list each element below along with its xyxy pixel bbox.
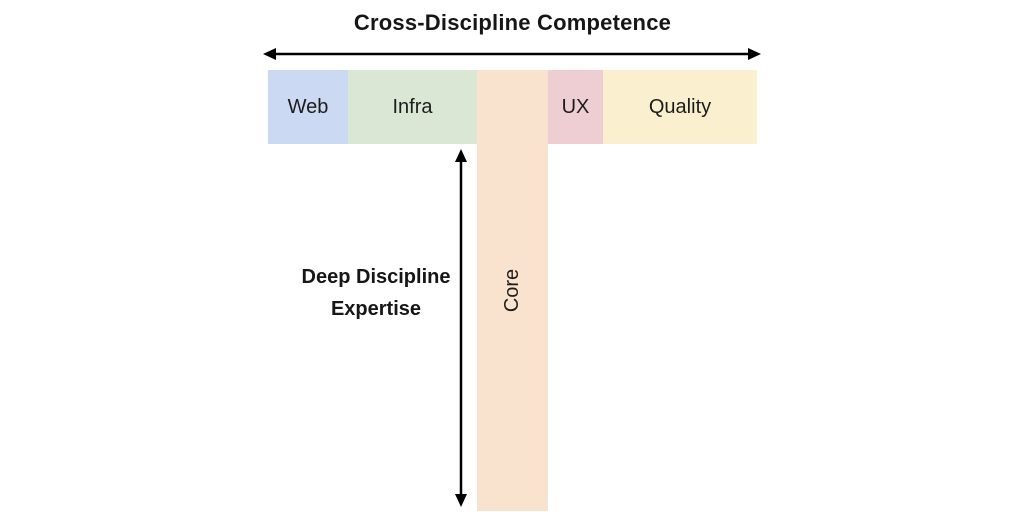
segment-web-label: Web bbox=[287, 95, 329, 118]
diagram-title: Cross-Discipline Competence bbox=[353, 10, 672, 35]
vertical-double-arrow-icon bbox=[455, 149, 467, 507]
segment-core-column: Core bbox=[477, 70, 548, 511]
segment-web: Web bbox=[268, 70, 348, 144]
segment-ux: UX bbox=[548, 70, 603, 144]
segment-quality: Quality bbox=[603, 70, 757, 144]
segment-ux-label: UX bbox=[561, 95, 590, 118]
deep-discipline-expertise-label: Deep Discipline Expertise bbox=[301, 266, 451, 320]
segment-quality-label: Quality bbox=[648, 95, 712, 118]
segment-infra-label: Infra bbox=[392, 95, 433, 118]
segment-core-label: Core bbox=[500, 268, 523, 313]
horizontal-double-arrow-icon bbox=[263, 48, 761, 60]
segment-infra: Infra bbox=[348, 70, 477, 144]
